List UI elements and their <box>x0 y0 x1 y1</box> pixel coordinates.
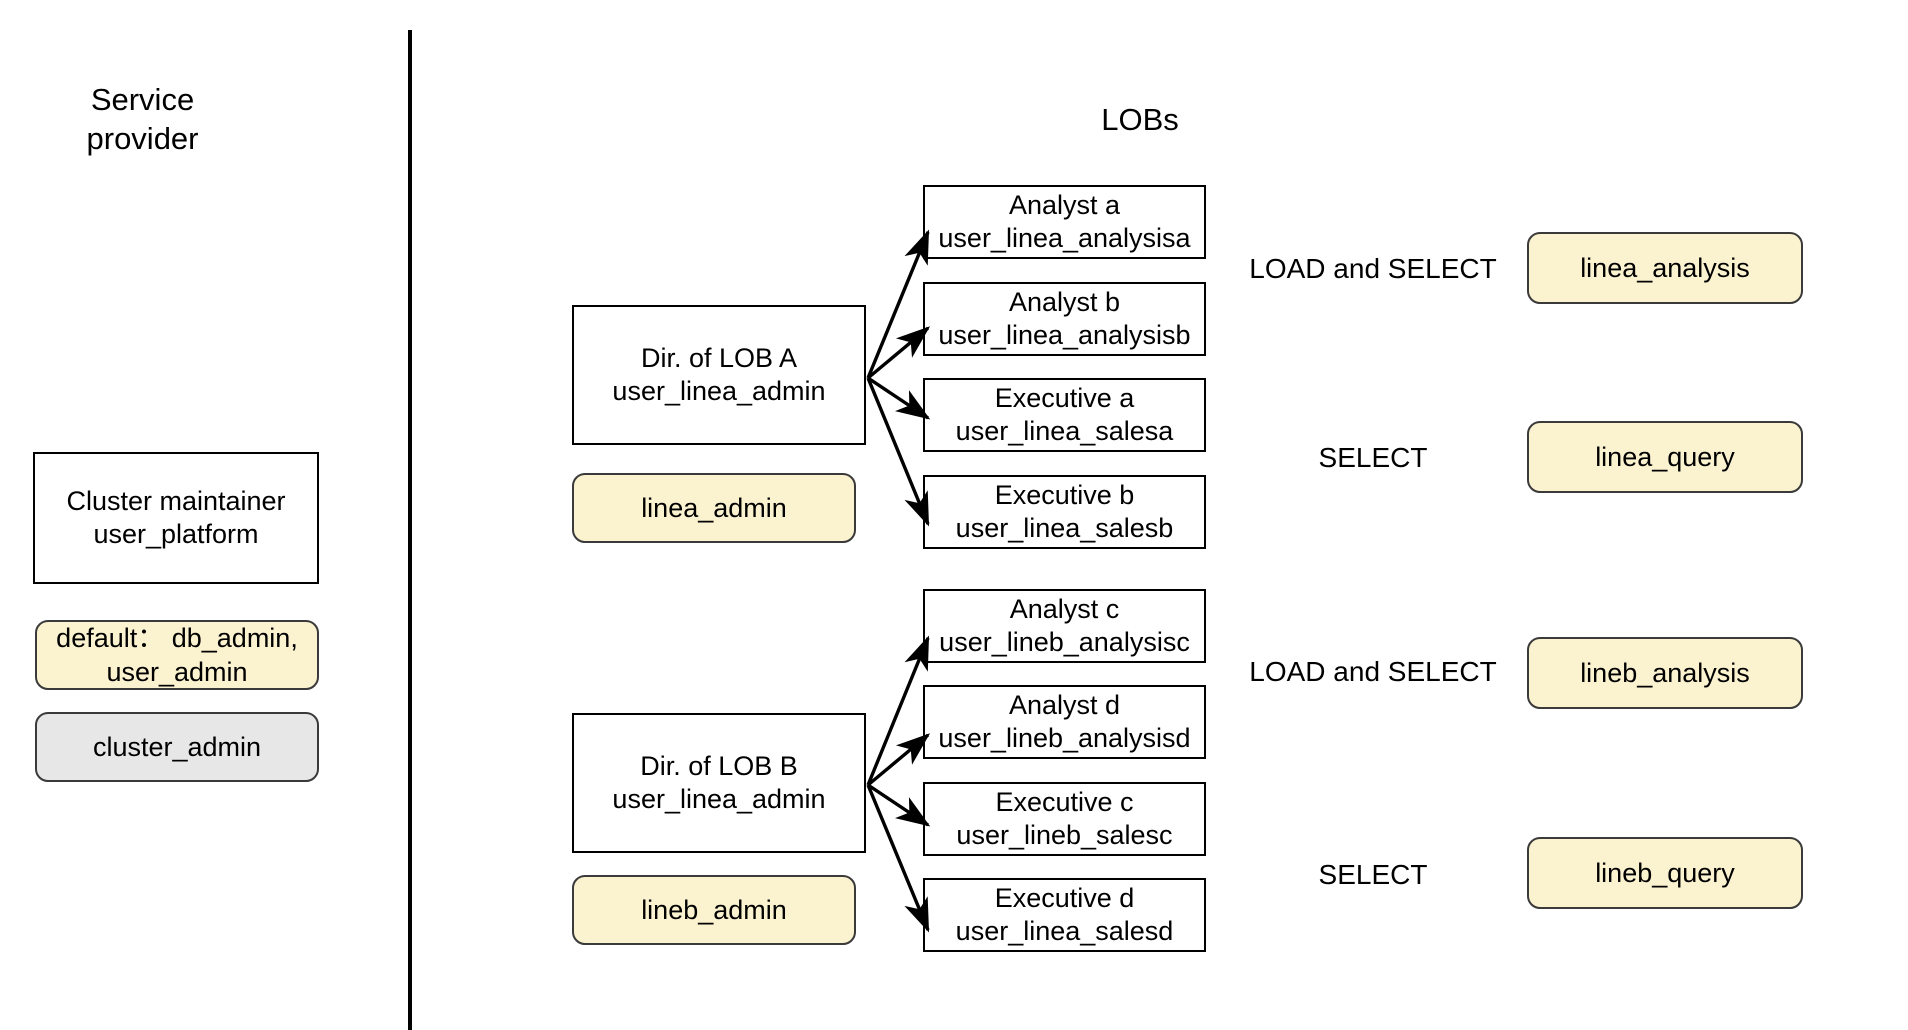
lob-a-director-role-pill[interactable]: linea_admin <box>572 473 856 543</box>
arrow-lob-b-to-analyst-d <box>866 733 931 787</box>
lob-b-director-box[interactable]: Dir. of LOB B user_linea_admin <box>572 713 866 853</box>
lob-a-director-box[interactable]: Dir. of LOB A user_linea_admin <box>572 305 866 445</box>
lob-a-director-user: user_linea_admin <box>612 376 826 406</box>
lob-b-member-executive-c-user: user_lineb_salesc <box>956 820 1173 850</box>
lob-b-member-analyst-d[interactable]: Analyst d user_lineb_analysisd <box>923 685 1206 759</box>
lob-a-director-role: Dir. of LOB A <box>640 343 798 373</box>
lob-b-query-role-pill[interactable]: lineb_query <box>1527 837 1803 909</box>
lob-a-member-executive-a[interactable]: Executive a user_linea_salesa <box>923 378 1206 452</box>
lob-b-director-role: Dir. of LOB B <box>640 751 798 781</box>
lob-b-member-executive-d-role: Executive d <box>994 883 1135 913</box>
lob-b-director-user: user_linea_admin <box>612 784 826 814</box>
lob-b-member-executive-c-role: Executive c <box>995 787 1134 817</box>
lob-b-member-analyst-c-user: user_lineb_analysisc <box>939 627 1190 657</box>
lob-b-director-role-pill-label: lineb_admin <box>641 895 787 925</box>
lob-a-member-executive-b-user: user_linea_salesb <box>955 513 1174 543</box>
lob-a-member-analyst-a-role: Analyst a <box>1008 190 1121 220</box>
lob-a-analysis-role-pill[interactable]: linea_analysis <box>1527 232 1803 304</box>
default-roles-line-2: user_admin <box>106 657 248 687</box>
cluster-admin-pill[interactable]: cluster_admin <box>35 712 319 782</box>
lob-b-member-executive-d[interactable]: Executive d user_linea_salesd <box>923 878 1206 952</box>
lob-a-query-role-pill-label: linea_query <box>1595 442 1735 472</box>
lob-b-member-analyst-c[interactable]: Analyst c user_lineb_analysisc <box>923 589 1206 663</box>
lob-a-member-analyst-b[interactable]: Analyst b user_linea_analysisb <box>923 282 1206 356</box>
lob-a-member-analyst-b-role: Analyst b <box>1008 287 1121 317</box>
lob-a-director-role-pill-label: linea_admin <box>641 493 787 523</box>
lob-a-member-analyst-b-user: user_linea_analysisb <box>938 320 1191 350</box>
arrow-lob-b-to-analyst-c <box>866 635 930 786</box>
lob-a-query-role-pill[interactable]: linea_query <box>1527 421 1803 493</box>
cluster-admin-label: cluster_admin <box>92 732 262 762</box>
lob-b-director-role-pill[interactable]: lineb_admin <box>572 875 856 945</box>
lob-b-member-executive-c[interactable]: Executive c user_lineb_salesc <box>923 782 1206 856</box>
arrow-lob-a-to-analyst-a <box>866 229 930 379</box>
lob-b-query-role-pill-label: lineb_query <box>1595 858 1735 888</box>
default-roles-pill[interactable]: default： db_admin, user_admin <box>35 620 319 690</box>
lob-a-member-analyst-a[interactable]: Analyst a user_linea_analysisa <box>923 185 1206 259</box>
arrow-lob-b-to-executive-c <box>867 783 931 827</box>
lobs-column-title: LOBs <box>1101 102 1179 137</box>
column-divider <box>408 30 412 1030</box>
arrow-lob-a-to-executive-b <box>866 377 930 527</box>
lob-b-member-executive-d-user: user_linea_salesd <box>955 916 1174 946</box>
lob-a-member-executive-b-role: Executive b <box>994 480 1135 510</box>
arrow-lob-a-to-executive-a <box>867 376 931 420</box>
lob-b-member-analyst-d-role: Analyst d <box>1008 690 1121 720</box>
arrow-lob-a-to-analyst-b <box>866 326 931 380</box>
lob-b-member-analyst-c-role: Analyst c <box>1009 594 1120 624</box>
lob-b-permission-label-select: SELECT <box>1318 859 1428 890</box>
lob-a-permission-label-load-select: LOAD and SELECT <box>1249 253 1497 284</box>
lob-a-member-analyst-a-user: user_linea_analysisa <box>938 223 1191 253</box>
lob-a-permission-label-select: SELECT <box>1318 442 1428 473</box>
lob-a-member-executive-b[interactable]: Executive b user_linea_salesb <box>923 475 1206 549</box>
arrow-lob-b-to-executive-d <box>866 784 930 933</box>
lob-b-analysis-role-pill-label: lineb_analysis <box>1580 658 1750 688</box>
cluster-maintainer-role: Cluster maintainer <box>66 486 286 516</box>
lob-b-member-analyst-d-user: user_lineb_analysisd <box>938 723 1191 753</box>
lob-b-permission-label-load-select: LOAD and SELECT <box>1249 656 1497 687</box>
lob-a-member-executive-a-user: user_linea_salesa <box>955 416 1174 446</box>
lob-b-analysis-role-pill[interactable]: lineb_analysis <box>1527 637 1803 709</box>
default-roles-line-1: default： db_admin, <box>56 623 298 653</box>
cluster-maintainer-box[interactable]: Cluster maintainer user_platform <box>33 452 319 584</box>
service-provider-column-title: Service provider <box>86 82 199 156</box>
lob-a-analysis-role-pill-label: linea_analysis <box>1580 253 1750 283</box>
cluster-maintainer-user: user_platform <box>93 519 259 549</box>
lob-a-member-executive-a-role: Executive a <box>994 383 1135 413</box>
